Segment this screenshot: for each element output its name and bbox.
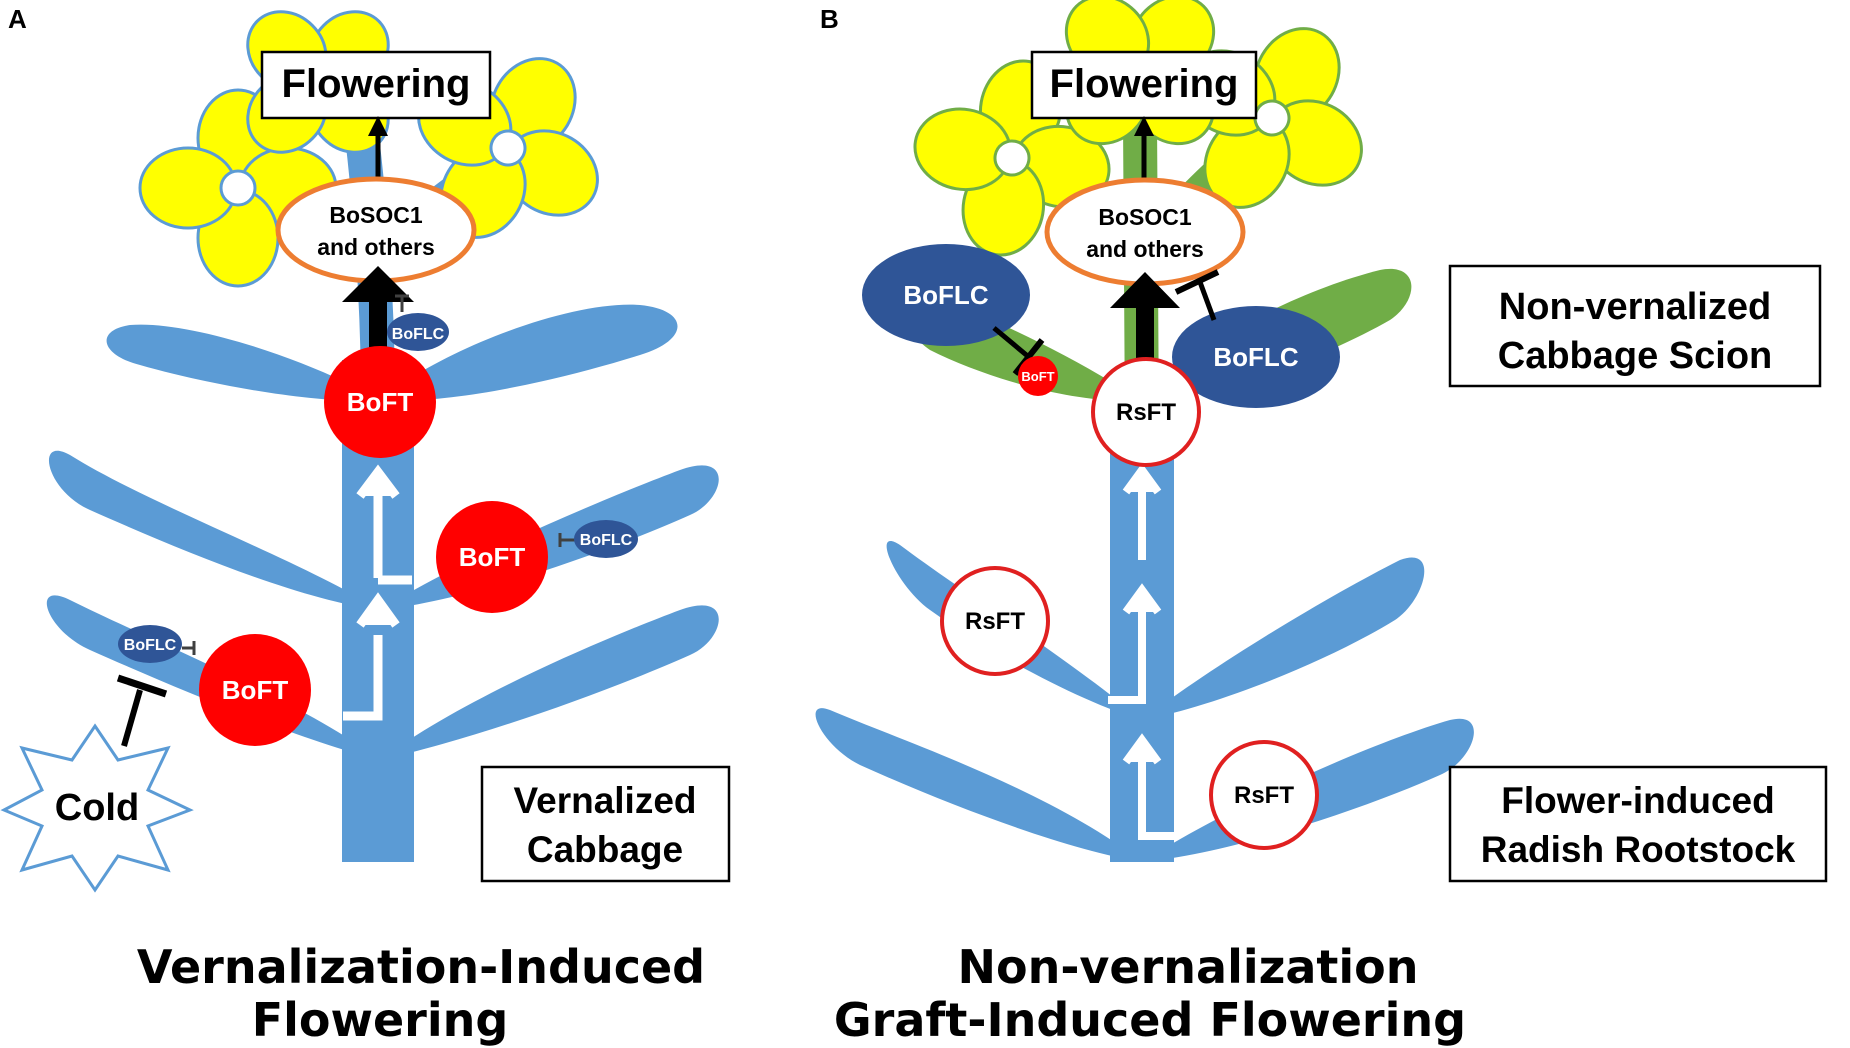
- panel-a-boft-top: [324, 346, 436, 458]
- panel-b-rsft-left-label: RsFT: [965, 608, 1025, 635]
- panel-b-inhibit-left: [992, 326, 1032, 360]
- panel-a-vernalized-label: Vernalized: [513, 780, 696, 821]
- panel-a-boflc-small-top: [387, 313, 449, 351]
- panel-b-scion-box: [1448, 264, 1822, 388]
- panel-a-boft-middle-label: BoFT: [459, 542, 526, 572]
- panel-a-vernalized-box: [480, 765, 731, 883]
- panel-b-rsft-top-label: RsFT: [1116, 399, 1176, 426]
- panel-a-boflc-small-middle: [574, 520, 638, 558]
- panel-a: A: [0, 4, 731, 1047]
- panel-b-rsft-right: [1209, 740, 1319, 850]
- panel-b-scion-label-line2: Cabbage Scion: [1498, 335, 1773, 377]
- panel-b-rootstock-label-line1: Flower-induced: [1501, 780, 1774, 821]
- panel-b-scion-label-line1: Non-vernalized: [1499, 286, 1771, 328]
- panel-a-boft-bottom: [199, 634, 311, 746]
- panel-a-caption-line2: Flowering: [252, 993, 509, 1047]
- panel-a-cabbage-label: Cabbage: [527, 829, 683, 870]
- panel-a-boflc-small-top-label: BoFLC: [392, 326, 445, 343]
- panel-b-rsft-right-label: RsFT: [1234, 782, 1294, 809]
- panel-a-caption-line1: Vernalization-Induced: [137, 940, 705, 994]
- panel-b-thick-arrow-head: [1110, 272, 1180, 308]
- panel-b-rootstock-label-line2: Radish Rootstock: [1481, 829, 1796, 870]
- panel-b-caption-line1: Non-vernalization: [957, 940, 1418, 994]
- panel-b-boft-small-label: BoFT: [1021, 369, 1054, 384]
- panel-a-upward-path-arrows: [343, 464, 412, 721]
- panel-a-cold-label: Cold: [55, 787, 139, 829]
- panel-a-cold-inhibit-line: [121, 689, 143, 747]
- panel-b-flowering-label: Flowering: [1050, 62, 1239, 106]
- panel-b-rsft-top: [1091, 357, 1201, 467]
- panel-b-rootstock-box: [1448, 765, 1828, 883]
- panel-b-bosoc1-ellipse: [1044, 177, 1246, 287]
- panel-b-boft-small: [1018, 356, 1058, 396]
- panel-a-flower-right: [417, 57, 599, 239]
- panel-a-boflc-small-bottom-label: BoFLC: [124, 637, 177, 654]
- panel-b-caption-line2: Graft-Induced Flowering: [834, 993, 1466, 1047]
- panel-b-boflc-big-left: [862, 244, 1030, 346]
- panel-a-boflc-small-middle-label: BoFLC: [580, 532, 633, 549]
- panel-b-letter: B: [820, 4, 839, 34]
- panel-a-bosoc1-ellipse: [275, 176, 477, 284]
- panel-b-bosoc1-label: BoSOC1: [1098, 204, 1192, 230]
- panel-a-thick-arrow-head: [342, 266, 414, 302]
- panel-a-boflc-small-bottom: [118, 625, 182, 663]
- panel-b-boflc-big-left-label: BoFLC: [903, 280, 988, 310]
- panel-b-upward-path-arrows: [1108, 463, 1175, 840]
- panel-a-cold-star: [0, 723, 194, 893]
- panel-a-letter: A: [8, 4, 27, 34]
- panel-a-bosoc1-label: BoSOC1: [329, 202, 423, 228]
- panel-a-boft-bottom-label: BoFT: [222, 675, 289, 705]
- panel-b-flowering-box: [1030, 50, 1258, 120]
- panel-a-boft-top-label: BoFT: [347, 387, 414, 417]
- panel-b-inhibit-right: [1197, 281, 1217, 321]
- panel-a-boft-middle: [436, 501, 548, 613]
- panel-a-flowering-label: Flowering: [282, 62, 471, 106]
- panel-b-boflc-big-right-label: BoFLC: [1213, 342, 1298, 372]
- panel-b-rsft-left: [940, 566, 1050, 676]
- panel-a-bosoc1-sub-label: and others: [317, 234, 435, 260]
- panel-b: B: [815, 0, 1828, 1047]
- panel-b-flower-left: [913, 59, 1111, 257]
- panel-b-boflc-big-right: [1172, 306, 1340, 408]
- panel-b-bosoc1-sub-label: and others: [1086, 236, 1204, 262]
